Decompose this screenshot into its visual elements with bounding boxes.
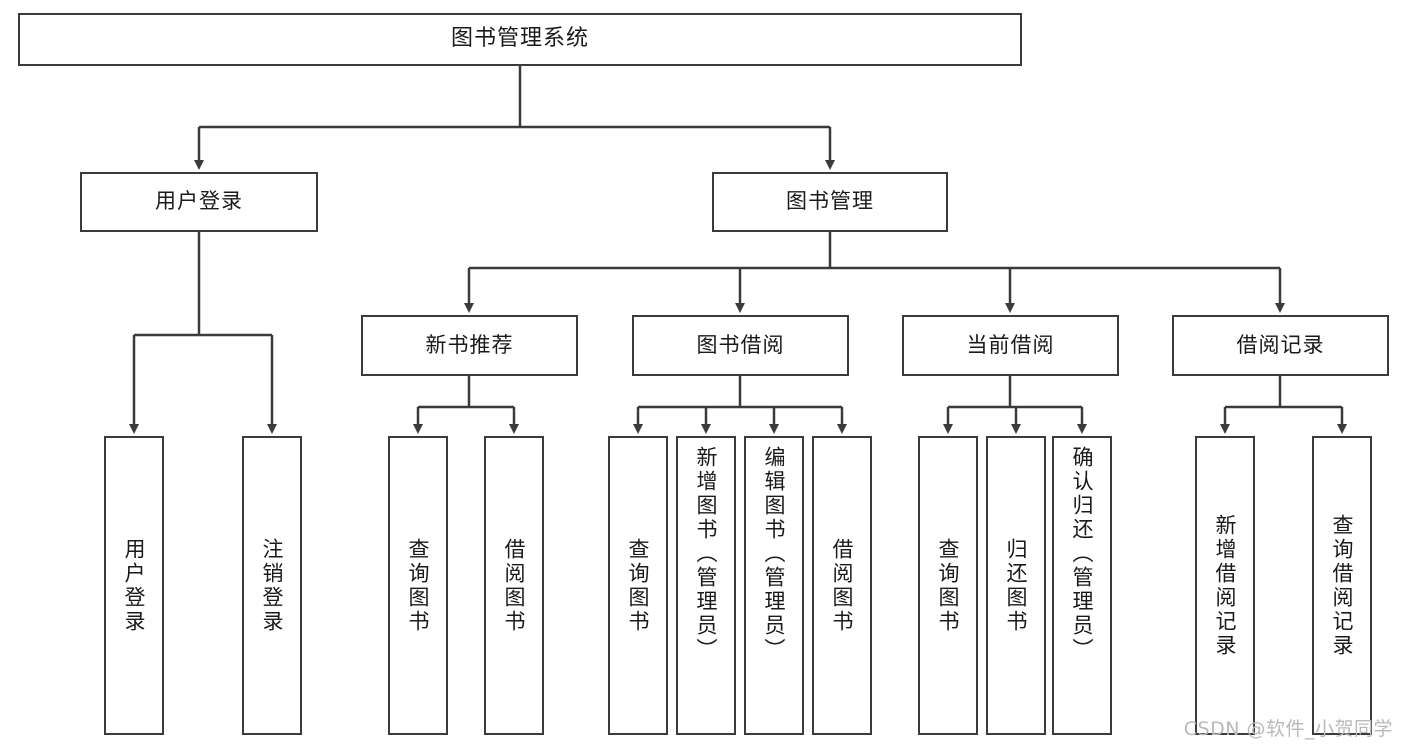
- node-leaf-confirm-return[interactable]: 确认归还（管理员）: [1052, 436, 1112, 735]
- node-borrow-record[interactable]: 借阅记录: [1172, 315, 1389, 376]
- node-label: 注销登录: [260, 537, 284, 634]
- node-label: 图书借阅: [696, 332, 785, 357]
- node-leaf-return-book[interactable]: 归还图书: [986, 436, 1046, 735]
- node-label: 新增借阅记录: [1213, 513, 1237, 658]
- node-label: 借阅记录: [1236, 332, 1325, 357]
- csdn-watermark: CSDN @软件_小贺同学: [1183, 718, 1393, 740]
- node-label: 编辑图书（管理员）: [762, 446, 786, 662]
- node-leaf-borrow-book-1[interactable]: 借阅图书: [484, 436, 544, 735]
- node-label: 当前借阅: [966, 332, 1055, 357]
- node-label: 新增图书（管理员）: [694, 446, 718, 662]
- node-label: 查询图书: [406, 537, 430, 634]
- node-new-book-recommend[interactable]: 新书推荐: [361, 315, 578, 376]
- node-label: 查询借阅记录: [1330, 513, 1354, 658]
- node-leaf-query-book-1[interactable]: 查询图书: [388, 436, 448, 735]
- node-label: 查询图书: [626, 537, 650, 634]
- node-leaf-add-book[interactable]: 新增图书（管理员）: [676, 436, 736, 735]
- node-label: 用户登录: [155, 189, 243, 214]
- node-leaf-query-record[interactable]: 查询借阅记录: [1312, 436, 1372, 735]
- node-leaf-query-book-2[interactable]: 查询图书: [608, 436, 668, 735]
- node-label: 图书管理系统: [450, 26, 589, 52]
- node-label: 借阅图书: [502, 537, 526, 634]
- node-label: 图书管理: [786, 189, 874, 214]
- node-label: 借阅图书: [830, 537, 854, 634]
- node-label: 确认归还（管理员）: [1070, 446, 1094, 662]
- node-label: 新书推荐: [425, 332, 514, 357]
- node-leaf-user-login[interactable]: 用户登录: [104, 436, 164, 735]
- node-label: 归还图书: [1004, 537, 1028, 634]
- node-leaf-borrow-book-2[interactable]: 借阅图书: [812, 436, 872, 735]
- node-book-management[interactable]: 图书管理: [712, 172, 948, 232]
- node-leaf-add-record[interactable]: 新增借阅记录: [1195, 436, 1255, 735]
- node-leaf-user-logout[interactable]: 注销登录: [242, 436, 302, 735]
- node-root-system[interactable]: 图书管理系统: [18, 13, 1022, 66]
- node-leaf-edit-book[interactable]: 编辑图书（管理员）: [744, 436, 804, 735]
- node-user-login[interactable]: 用户登录: [80, 172, 318, 232]
- node-label: 查询图书: [936, 537, 960, 634]
- node-leaf-query-book-3[interactable]: 查询图书: [918, 436, 978, 735]
- node-book-borrow[interactable]: 图书借阅: [632, 315, 849, 376]
- node-label: 用户登录: [122, 537, 146, 634]
- node-current-borrow[interactable]: 当前借阅: [902, 315, 1119, 376]
